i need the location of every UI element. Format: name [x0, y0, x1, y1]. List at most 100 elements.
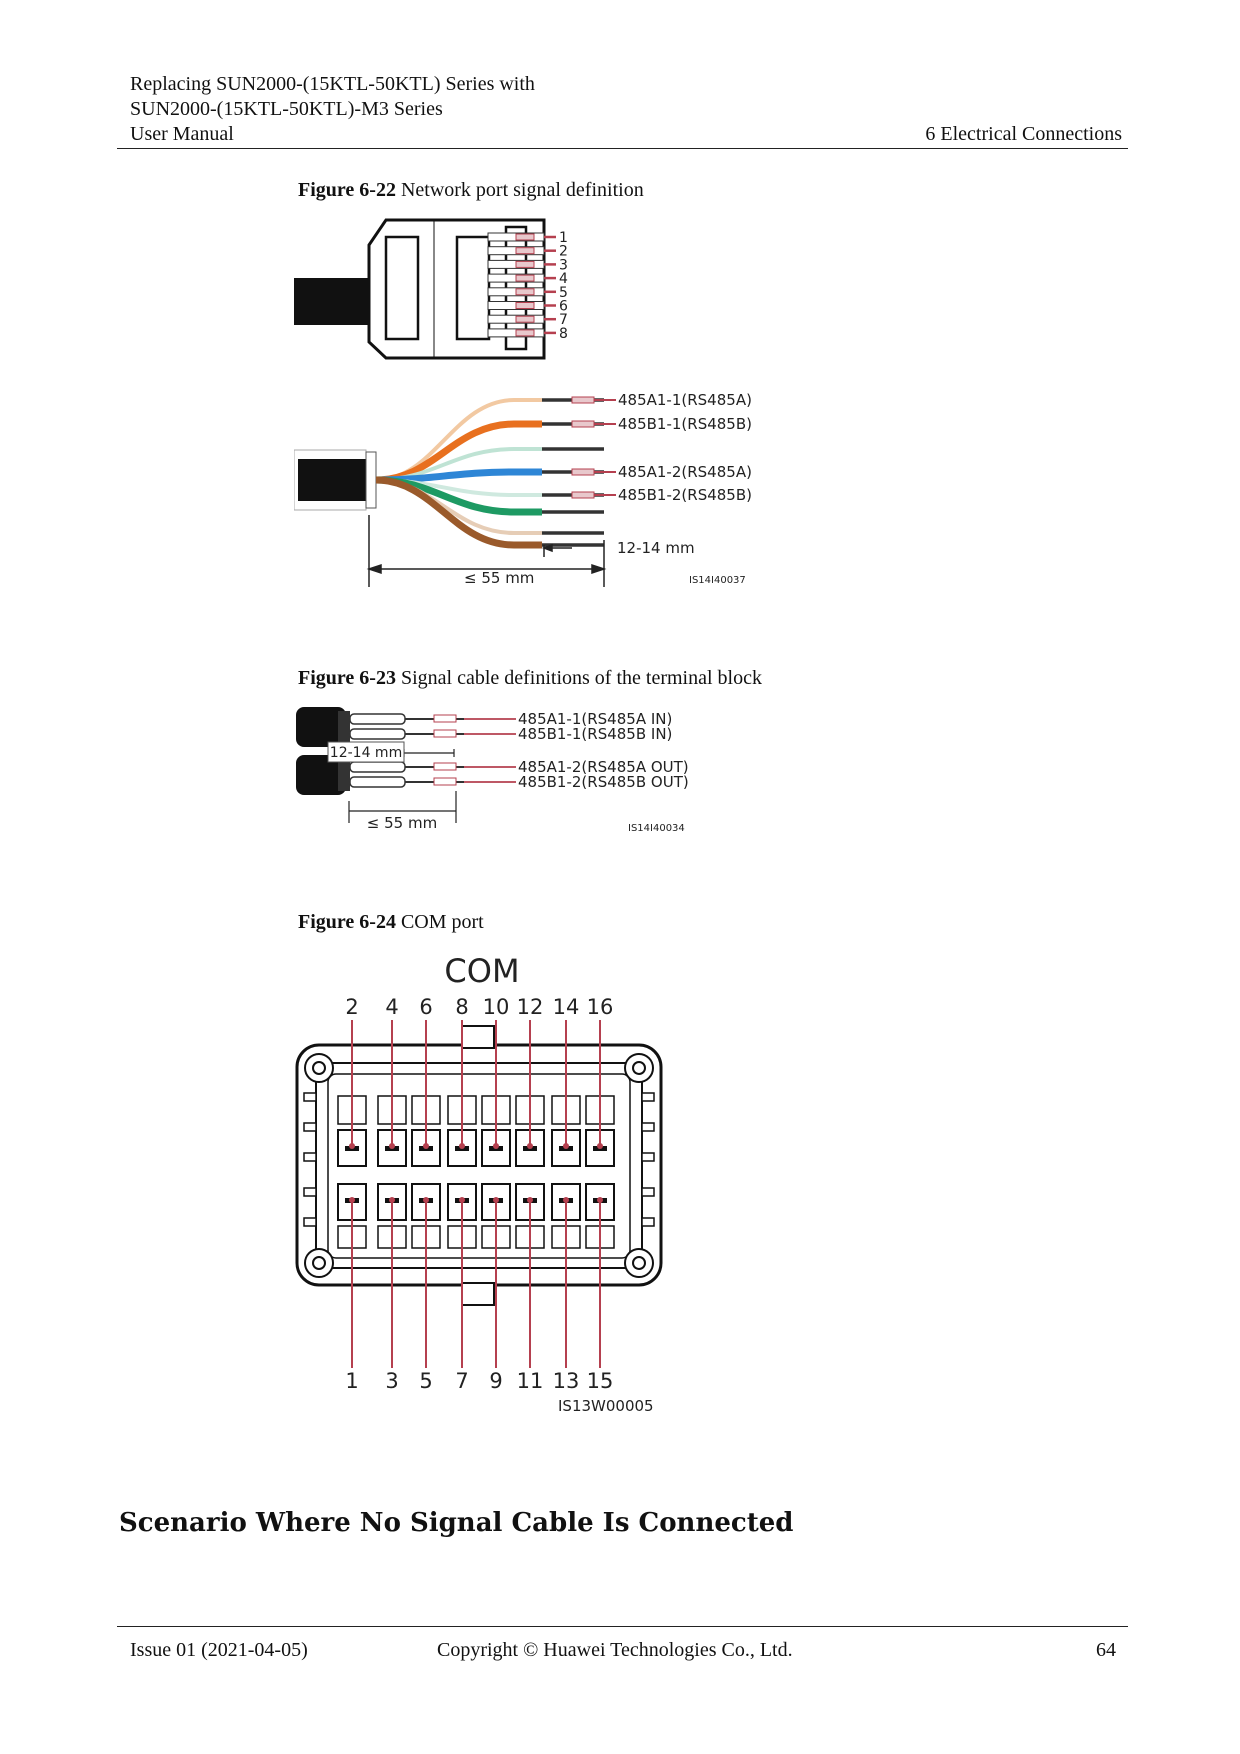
- header-rule: [117, 148, 1128, 149]
- wire-labels: 485A1-1(RS485A IN)485B1-1(RS485B IN)485A…: [464, 710, 689, 791]
- pin-number-label: 7: [559, 312, 568, 328]
- terminal-top: [447, 1129, 477, 1167]
- figure-6-24-caption: Figure 6-24 COM port: [298, 910, 484, 934]
- bottom-pin-dot: [597, 1197, 603, 1203]
- pin-crimp: [515, 288, 535, 296]
- pin-crimp: [515, 260, 535, 268]
- side-tab: [303, 1152, 317, 1162]
- cable-lower: [296, 755, 464, 795]
- pin-number-label: 4: [559, 271, 568, 287]
- figure-number: Figure 6-22: [298, 179, 396, 201]
- figure-code: IS14I40034: [628, 823, 685, 834]
- side-tab: [303, 1122, 317, 1132]
- top-pin-number: 8: [455, 995, 468, 1019]
- bottom-pin-number: 3: [385, 1369, 398, 1393]
- pin-crimp: [515, 274, 535, 282]
- outer-sheath: [298, 459, 366, 501]
- bottom-pin-dot: [349, 1197, 355, 1203]
- pin-number-label: 8: [559, 326, 568, 342]
- ferrule: [571, 396, 595, 404]
- page-number: 64: [1096, 1639, 1116, 1661]
- top-pin-dot: [527, 1143, 533, 1149]
- cable-upper: [296, 707, 464, 747]
- side-tab: [641, 1122, 655, 1132]
- top-pin-dot: [423, 1143, 429, 1149]
- pin-crimp: [515, 233, 535, 241]
- mounting-screw-top-right: [624, 1053, 654, 1083]
- footer-rule: [117, 1626, 1128, 1627]
- doc-title-line2: SUN2000-(15KTL-50KTL)-M3 Series: [130, 98, 443, 120]
- bottom-pin-number: 7: [455, 1369, 468, 1393]
- top-pin-number: 4: [385, 995, 398, 1019]
- pin-number-label: 6: [559, 299, 568, 315]
- ferrule: [571, 420, 595, 428]
- bottom-pin-dot: [423, 1197, 429, 1203]
- top-pin-number: 10: [483, 995, 510, 1019]
- dimension-lines: [366, 515, 607, 587]
- chapter-title: 6 Electrical Connections: [925, 123, 1122, 145]
- strip-length-label: 12-14 mm: [617, 539, 695, 557]
- bottom-pin-number: 9: [489, 1369, 502, 1393]
- bottom-pin-number: 11: [517, 1369, 544, 1393]
- figure-code: IS13W00005: [558, 1397, 654, 1415]
- pin-number-label: 1: [559, 230, 568, 246]
- com-label: COM: [444, 952, 519, 990]
- twisted-pair-wires: [375, 398, 604, 549]
- bottom-pin-number: 13: [553, 1369, 580, 1393]
- doc-type: User Manual: [130, 123, 234, 145]
- wire-label: 485A1-2(RS485A OUT): [518, 758, 689, 776]
- figure-title: COM port: [400, 911, 484, 933]
- ferrule: [571, 491, 595, 499]
- mounting-screw-bottom-left: [304, 1248, 334, 1278]
- pin-number-label: 5: [559, 285, 568, 301]
- figure-number: Figure 6-23: [298, 667, 396, 689]
- pin-leader-lines: [349, 1020, 603, 1368]
- pin-crimp: [515, 247, 535, 255]
- wire-label: 485A1-1(RS485A): [618, 391, 752, 409]
- pin-number-label: 2: [559, 244, 568, 260]
- bottom-pin-dot: [459, 1197, 465, 1203]
- wire-label: 485B1-1(RS485B IN): [518, 725, 672, 743]
- top-pin-number: 12: [517, 995, 544, 1019]
- mounting-screw-bottom-right: [624, 1248, 654, 1278]
- strip-length-label: 12-14 mm: [330, 745, 402, 761]
- figure-6-23-caption: Figure 6-23 Signal cable definitions of …: [298, 666, 762, 690]
- bottom-pin-dot: [527, 1197, 533, 1203]
- side-tab: [641, 1187, 655, 1197]
- footer-issue: Issue 01 (2021-04-05): [130, 1639, 308, 1661]
- running-header-left: Replacing SUN2000-(15KTL-50KTL) Series w…: [130, 72, 535, 147]
- top-pin-dot: [349, 1143, 355, 1149]
- wire-labels: 485A1-1(RS485A)485B1-1(RS485B)485A1-2(RS…: [571, 391, 752, 504]
- cable-fanout: 485A1-1(RS485A)485B1-1(RS485B)485A1-2(RS…: [294, 391, 752, 549]
- pin-crimp: [515, 329, 535, 337]
- ferrule: [571, 468, 595, 476]
- bottom-pin-number: 15: [587, 1369, 614, 1393]
- top-pin-dot: [563, 1143, 569, 1149]
- top-pin-dot: [459, 1143, 465, 1149]
- bottom-pin-number: 5: [419, 1369, 432, 1393]
- terminal-block-cable-figure: 12-14 mm ≤ 55 mm 485A1-1(RS485A IN)485B1…: [296, 707, 689, 834]
- wire-label: 485B1-2(RS485B): [618, 486, 752, 504]
- pin-number-label: 3: [559, 257, 568, 273]
- figure-6-22-caption: Figure 6-22 Network port signal definiti…: [298, 178, 644, 202]
- pin-crimp: [515, 315, 535, 323]
- top-pin-number: 2: [345, 995, 358, 1019]
- housing-side-tabs: [303, 1092, 655, 1227]
- wire-label: 485B1-2(RS485B OUT): [518, 773, 689, 791]
- side-tab: [641, 1092, 655, 1102]
- figure-code: IS14I40037: [689, 575, 746, 586]
- wire: [375, 476, 542, 549]
- pin-crimp: [515, 302, 535, 309]
- bottom-pin-dot: [493, 1197, 499, 1203]
- footer-copyright: Copyright © Huawei Technologies Co., Ltd…: [437, 1639, 793, 1661]
- mounting-screw-top-left: [304, 1053, 334, 1083]
- top-pin-number: 6: [419, 995, 432, 1019]
- total-length-label: ≤ 55 mm: [367, 814, 437, 832]
- side-tab: [641, 1217, 655, 1227]
- wire-label: 485B1-1(RS485B): [618, 415, 752, 433]
